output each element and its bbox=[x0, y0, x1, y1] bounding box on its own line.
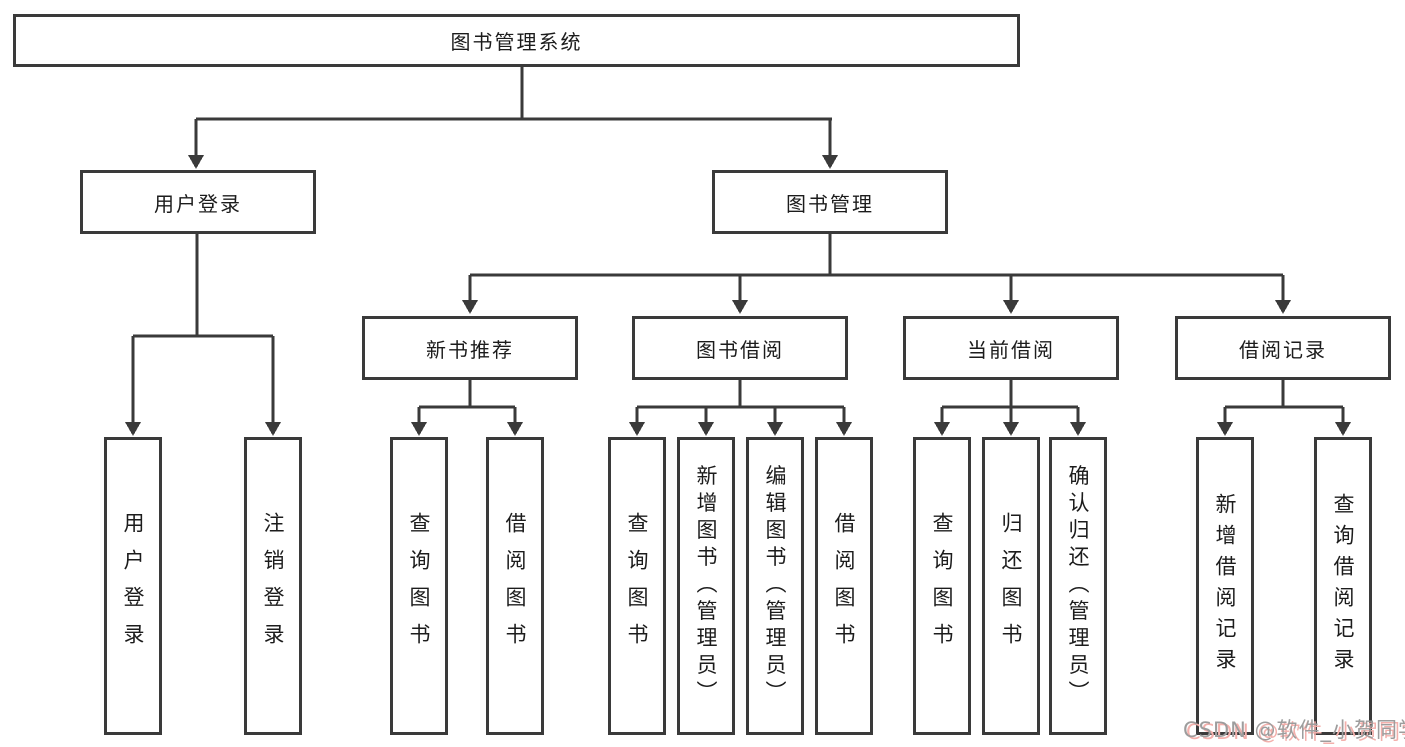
leaf-newbooks-borrow-label: 借阅图书 bbox=[503, 512, 527, 660]
node-borrow-records: 借阅记录 bbox=[1175, 316, 1391, 380]
leaf-borrow-borrow-label: 借阅图书 bbox=[832, 512, 856, 660]
leaf-current-return: 归还图书 bbox=[982, 437, 1040, 735]
leaf-user-login-label: 用户登录 bbox=[121, 512, 145, 660]
leaf-records-query-label: 查询借阅记录 bbox=[1331, 493, 1355, 679]
leaf-borrow-borrow: 借阅图书 bbox=[815, 437, 873, 735]
node-new-books: 新书推荐 bbox=[362, 316, 578, 380]
leaf-borrow-add-label: 新增图书（管理员） bbox=[694, 464, 718, 708]
node-new-books-label: 新书推荐 bbox=[426, 337, 514, 362]
leaf-user-login: 用户登录 bbox=[104, 437, 162, 735]
leaf-borrow-edit-label: 编辑图书（管理员） bbox=[763, 464, 787, 708]
node-user-login-label: 用户登录 bbox=[154, 191, 242, 216]
leaf-current-confirm: 确认归还（管理员） bbox=[1049, 437, 1107, 735]
leaf-newbooks-query: 查询图书 bbox=[390, 437, 448, 735]
node-book-mgmt-label: 图书管理 bbox=[786, 191, 874, 216]
node-book-mgmt: 图书管理 bbox=[712, 170, 948, 234]
node-root-label: 图书管理系统 bbox=[450, 30, 583, 54]
leaf-records-add: 新增借阅记录 bbox=[1196, 437, 1254, 735]
leaf-logout: 注销登录 bbox=[244, 437, 302, 735]
node-book-borrow: 图书借阅 bbox=[632, 316, 848, 380]
node-current-borrow-label: 当前借阅 bbox=[967, 337, 1055, 362]
leaf-borrow-edit: 编辑图书（管理员） bbox=[746, 437, 804, 735]
leaf-current-return-label: 归还图书 bbox=[999, 512, 1023, 660]
node-root: 图书管理系统 bbox=[13, 14, 1020, 67]
node-user-login: 用户登录 bbox=[80, 170, 316, 234]
csdn-watermark: CSDN @软件_小贺同学 bbox=[1183, 718, 1405, 742]
leaf-newbooks-query-label: 查询图书 bbox=[407, 512, 431, 660]
leaf-current-query: 查询图书 bbox=[913, 437, 971, 735]
leaf-records-query: 查询借阅记录 bbox=[1314, 437, 1372, 735]
node-book-borrow-label: 图书借阅 bbox=[696, 337, 784, 362]
leaf-current-confirm-label: 确认归还（管理员） bbox=[1066, 464, 1090, 708]
leaf-borrow-query-label: 查询图书 bbox=[625, 512, 649, 660]
leaf-borrow-query: 查询图书 bbox=[608, 437, 666, 735]
node-borrow-records-label: 借阅记录 bbox=[1239, 337, 1327, 362]
leaf-logout-label: 注销登录 bbox=[261, 512, 285, 660]
leaf-newbooks-borrow: 借阅图书 bbox=[486, 437, 544, 735]
leaf-borrow-add: 新增图书（管理员） bbox=[677, 437, 735, 735]
node-current-borrow: 当前借阅 bbox=[903, 316, 1119, 380]
leaf-records-add-label: 新增借阅记录 bbox=[1213, 493, 1237, 679]
leaf-current-query-label: 查询图书 bbox=[930, 512, 954, 660]
